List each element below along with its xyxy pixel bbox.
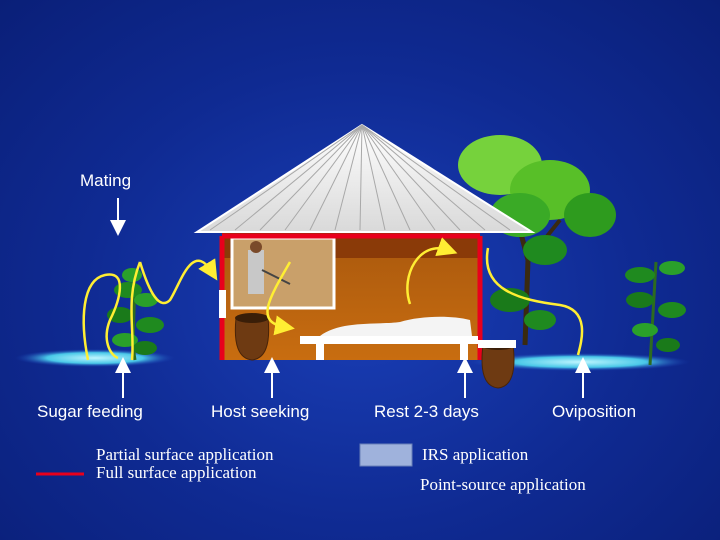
- treated-wall-lines: [219, 233, 483, 360]
- clay-pot-inside-rim: [235, 313, 269, 323]
- clay-pot-outside: [481, 344, 515, 389]
- roof-thatch-lines: [209, 124, 511, 231]
- legend-irs-swatch: [359, 443, 413, 467]
- label-sugar-feeding: Sugar feeding: [37, 402, 143, 421]
- plant-far-right: [625, 261, 686, 366]
- sprayer-head: [250, 241, 262, 253]
- clay-pot-inside: [234, 317, 270, 361]
- legend-full-surface: Full surface application: [96, 463, 257, 482]
- label-mating: Mating: [80, 171, 132, 190]
- pointer-arrows: [110, 198, 591, 398]
- label-rest: Rest 2-3 days: [374, 402, 479, 421]
- sprayer-figure: [248, 250, 264, 294]
- porch-post: [478, 340, 516, 348]
- label-host-seeking: Host seeking: [211, 402, 310, 421]
- bed: [300, 316, 478, 360]
- spray-lance: [261, 269, 291, 285]
- flight-paths: [82, 237, 584, 361]
- legend-point-source: Point-source application: [420, 475, 586, 494]
- legend-partial-surface: Partial surface application: [96, 445, 274, 464]
- wall-gap-white: [219, 290, 226, 318]
- tree-right: [458, 135, 616, 346]
- thatched-roof: [193, 123, 536, 233]
- legend-irs: IRS application: [422, 445, 529, 464]
- plant-left: [107, 268, 164, 361]
- label-oviposition: Oviposition: [552, 402, 637, 421]
